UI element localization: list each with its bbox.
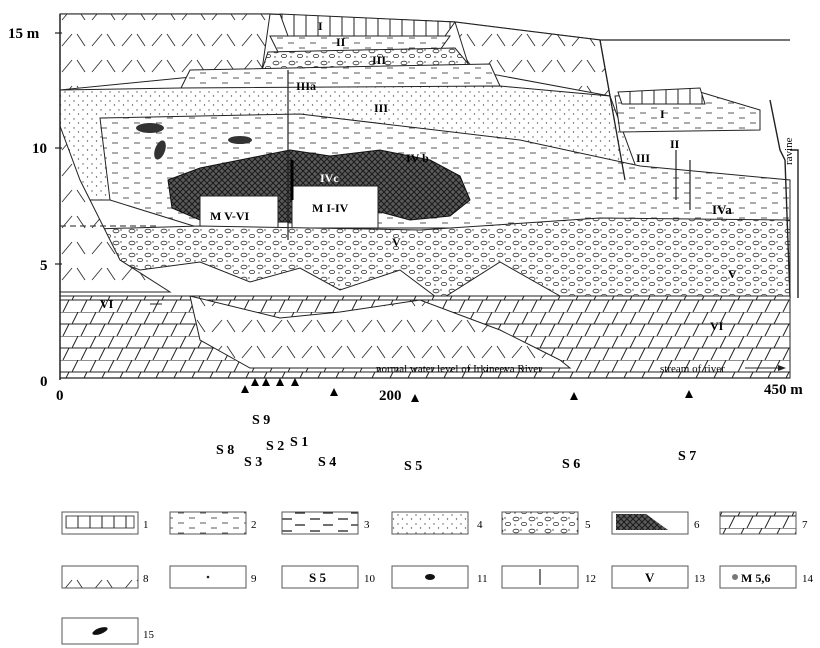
triangle-marker-icon (291, 378, 299, 386)
section-label: S 9 (252, 413, 270, 428)
triangle-marker-icon (276, 378, 284, 386)
water-level-label: normal water level of Irkineeva River (376, 363, 542, 375)
section-label: S 1 (290, 435, 308, 450)
layer-label-IIIa: IIIa (296, 79, 316, 93)
section-label: S 8 (216, 443, 234, 458)
y-tick-label: 0 (40, 374, 48, 390)
gravel-layer-V (59, 217, 791, 301)
y-tick-label: 5 (40, 258, 48, 274)
layer-label-VI-right: VI (710, 319, 724, 333)
y-tick-label: 10 (32, 141, 47, 157)
section-label: S 2 (266, 439, 284, 454)
legend-item-7: 7 (719, 511, 808, 535)
legend-item-15: 15 (61, 617, 155, 645)
legend-item-1: 1 (61, 511, 149, 535)
legend-item-10: S 5 10 (281, 565, 376, 589)
svg-text:5: 5 (585, 519, 591, 531)
svg-text:14: 14 (802, 573, 814, 585)
section-label: S 4 (318, 455, 336, 470)
bone-lens (228, 136, 252, 144)
layer-label-IVc: IVc (320, 171, 339, 185)
triangle-marker-icon (251, 378, 259, 386)
layer-label-V: V (392, 235, 401, 249)
layer-label-I-right: I (660, 107, 665, 121)
svg-text:4: 4 (477, 519, 483, 531)
ravine-label: ravine (783, 137, 795, 165)
legend-item-3: 3 (281, 511, 370, 535)
svg-text:M 5,6: M 5,6 (741, 571, 770, 585)
triangle-marker-icon (411, 394, 419, 402)
svg-text:15: 15 (143, 629, 155, 641)
svg-text:9: 9 (251, 573, 257, 585)
stream-label: stream of river (660, 363, 725, 375)
svg-text:V: V (645, 570, 655, 585)
triangle-marker-icon (241, 385, 249, 393)
svg-text:12: 12 (585, 573, 596, 585)
layer-label-IVa: IVa (712, 202, 732, 217)
right-layer-I (617, 87, 706, 105)
section-label: S 3 (244, 455, 262, 470)
x-tick-label: 0 (56, 388, 64, 404)
svg-text:1: 1 (143, 519, 149, 531)
y-tick-label: 15 m (8, 26, 40, 42)
legend-item-5: 5 (501, 511, 591, 535)
layer-label-III-right: III (636, 151, 650, 165)
legend-item-2: 2 (169, 511, 257, 535)
section-label: S 6 (562, 457, 580, 472)
legend-item-12: 12 (501, 565, 596, 589)
section-label: S 5 (404, 459, 422, 474)
legend-item-8: 8 (61, 565, 149, 589)
layer-label-III-mid: III (374, 101, 388, 115)
layer-label-M-I-IV: M I-IV (312, 201, 349, 215)
triangle-marker-icon (262, 378, 270, 386)
layer-label-III: III (372, 53, 386, 67)
excavation-M-I-IV (291, 185, 379, 229)
legend-item-14: M 5,6 14 (719, 565, 814, 589)
svg-text:13: 13 (694, 573, 706, 585)
layer-label-II: II (336, 35, 346, 49)
x-tick-label: 450 m (764, 382, 803, 398)
channel-infill (189, 295, 572, 369)
layer-label-II-right: II (670, 137, 680, 151)
legend-item-6: 6 (611, 511, 700, 535)
svg-text:6: 6 (694, 519, 700, 531)
legend-item-13: V 13 (611, 565, 706, 589)
legend-item-9: 9 (169, 565, 257, 589)
bone-lens (136, 123, 164, 133)
triangle-marker-icon (330, 388, 338, 396)
triangle-marker-icon (685, 390, 693, 398)
layer-label-VI-left: VI (100, 297, 114, 311)
section-label: S 7 (678, 449, 696, 464)
svg-text:2: 2 (251, 519, 257, 531)
svg-text:8: 8 (143, 573, 149, 585)
svg-text:7: 7 (802, 519, 808, 531)
svg-text:3: 3 (364, 519, 370, 531)
layer-label-V-right: V (728, 267, 737, 281)
legend-item-4: 4 (391, 511, 483, 535)
svg-text:11: 11 (477, 573, 488, 585)
ravine-edge (769, 99, 791, 299)
x-tick-label: 200 (379, 388, 402, 404)
legend-item-11: 11 (391, 565, 488, 589)
svg-text:10: 10 (364, 573, 376, 585)
layer-label-M-V-VI: M V-VI (210, 209, 250, 223)
triangle-marker-icon (570, 392, 578, 400)
soil-layer-I-top (279, 13, 456, 37)
ravine-wall (790, 149, 799, 298)
layer-label-IVb: IV b (406, 151, 429, 165)
svg-text:S 5: S 5 (309, 570, 326, 585)
right-scarp-line (599, 39, 626, 181)
layer-label-I: I (318, 19, 323, 33)
stream-arrow-icon (778, 365, 786, 371)
bone-lens (154, 140, 166, 160)
